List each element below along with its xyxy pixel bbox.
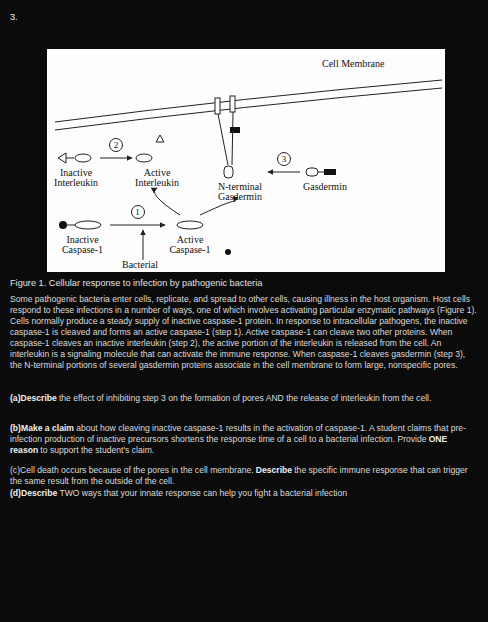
released-fragment — [230, 127, 240, 133]
emphasis-text: (b)Make a claim — [10, 423, 74, 433]
node-label: Inactive Caspase-1 — [55, 235, 110, 255]
pore-left — [215, 98, 220, 114]
pore-lead — [232, 112, 233, 165]
reaction-arrow — [268, 172, 300, 173]
text-run: TWO ways that your innate response can h… — [59, 488, 347, 498]
bacterium-dot — [225, 249, 231, 255]
emphasis-text: (a)Describe — [10, 393, 57, 403]
text-run: (c)Cell death occurs because of the pore… — [10, 465, 254, 475]
text-run: to support the student's claim. — [40, 445, 154, 455]
protein-node: Gasdermin — [300, 162, 350, 192]
text-run: Some pathogenic bacteria enter cells, re… — [10, 294, 477, 370]
step-number: 3 — [277, 152, 291, 166]
gasdermin-shape — [212, 162, 268, 182]
shape-holder — [132, 148, 182, 168]
question-text: (b)Make a claimabout how cleaving inacti… — [10, 423, 478, 456]
part-label: Cell Membrane — [322, 58, 384, 69]
emphasis-text: Describe — [256, 465, 292, 475]
reaction-arrow — [110, 225, 165, 226]
text-run: the effect of inhibiting step 3 on the f… — [59, 393, 431, 403]
shape-holder — [55, 215, 110, 235]
step-number: 2 — [109, 138, 123, 152]
question-text: (c)Cell death occurs because of the pore… — [10, 465, 478, 487]
interleukin-shape — [132, 148, 182, 168]
node-label: N-terminal Gasdermin — [212, 182, 268, 202]
reaction-arrow — [200, 201, 234, 215]
caspase-shape — [55, 215, 110, 235]
body-paragraph: Some pathogenic bacteria enter cells, re… — [10, 294, 478, 371]
caspase-shape — [165, 215, 215, 235]
text-run: about how cleaving inactive caspase-1 re… — [10, 423, 466, 444]
node-label: Gasdermin — [300, 182, 350, 192]
membrane-outer — [55, 80, 442, 122]
pore-lead — [218, 114, 228, 165]
part-label: Bacterial — [122, 259, 158, 270]
protein-node: Active Interleukin — [132, 148, 182, 188]
node-label: Active Caspase-1 — [165, 235, 215, 255]
interleukin-shape — [52, 148, 100, 168]
shape-holder — [165, 215, 215, 235]
reaction-arrow — [100, 158, 132, 159]
emphasis-text: (d)Describe — [10, 488, 57, 498]
protein-node: N-terminal Gasdermin — [212, 162, 268, 202]
figure-caption: Figure 1. Cellular response to infection… — [10, 278, 262, 288]
bacterial-arrow — [143, 230, 144, 260]
step-number: 1 — [131, 205, 145, 219]
shape-holder — [52, 148, 100, 168]
protein-node: Active Caspase-1 — [165, 215, 215, 255]
protein-node: Inactive Caspase-1 — [55, 215, 110, 255]
node-label: Inactive Interleukin — [52, 168, 100, 188]
question-number: 3. — [10, 12, 18, 22]
released-fragment — [156, 135, 164, 142]
question-text: (d)DescribeTWO ways that your innate res… — [10, 488, 478, 499]
figure-background — [47, 49, 445, 272]
shape-holder — [300, 162, 350, 182]
node-label: Active Interleukin — [132, 168, 182, 188]
membrane-inner — [55, 88, 442, 130]
reaction-arrow — [154, 188, 180, 215]
protein-node: Inactive Interleukin — [52, 148, 100, 188]
pore-right — [230, 96, 235, 112]
question-text: (a)Describethe effect of inhibiting step… — [10, 393, 478, 404]
gasdermin-shape — [300, 162, 350, 182]
shape-holder — [212, 162, 268, 182]
